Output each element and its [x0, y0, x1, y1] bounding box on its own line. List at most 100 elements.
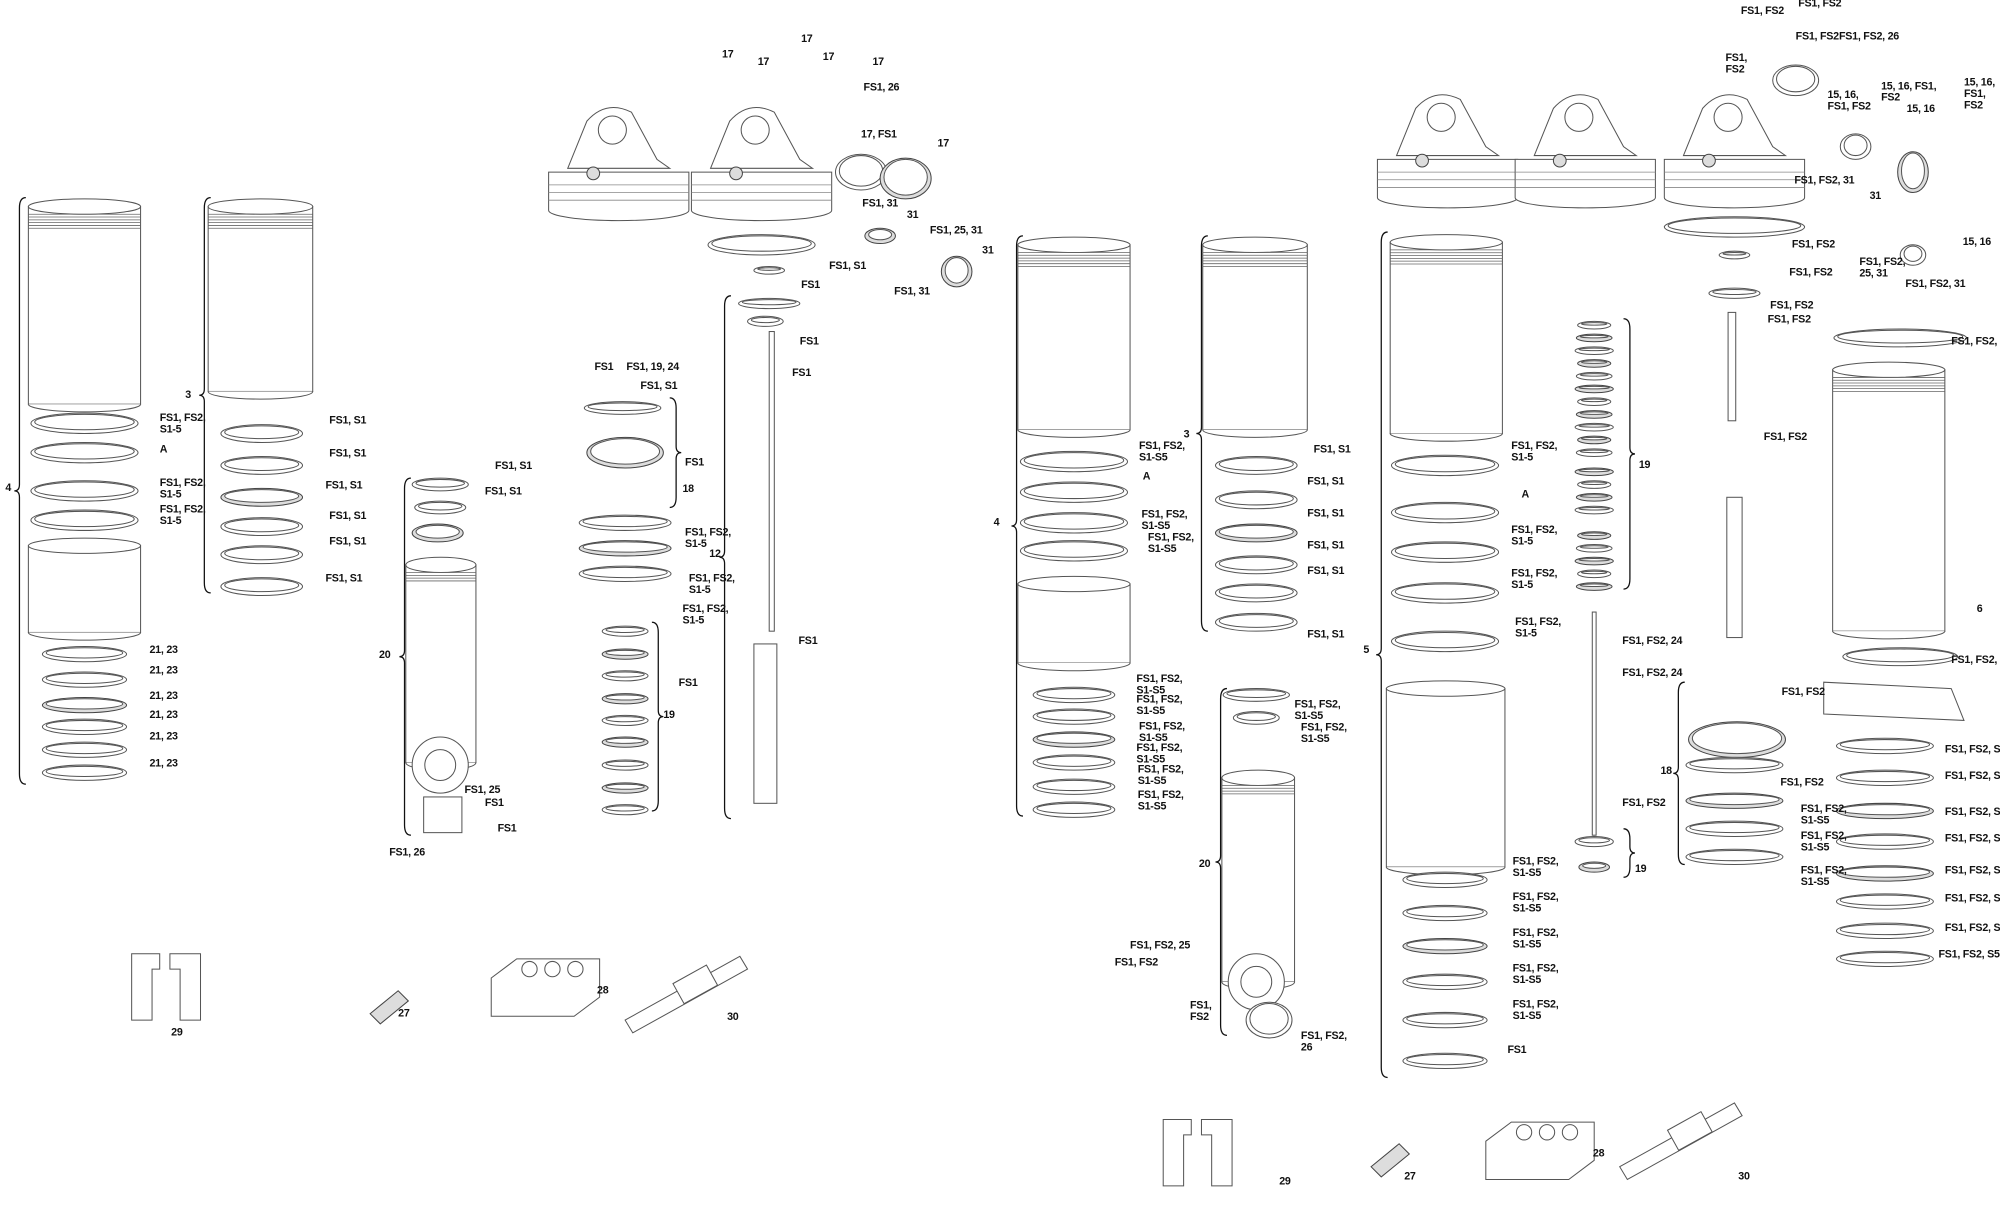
ring-inner: [1406, 1013, 1484, 1025]
part-callout-label: 3: [1184, 428, 1190, 440]
o-ring-part: [1574, 467, 1614, 477]
callout-line: FS1, FS2,: [1513, 963, 1559, 975]
port-hole: [729, 166, 743, 181]
callout-line: FS1,: [1964, 88, 1986, 100]
cylinder-part: [27, 537, 142, 641]
part-callout-label: FS1, FS2: [1780, 776, 1823, 788]
ring-inner: [1722, 251, 1747, 256]
o-ring-part: [1835, 922, 1934, 939]
o-ring-part: [578, 565, 672, 582]
port-hole: [1415, 153, 1429, 168]
ring-inner: [1582, 862, 1607, 869]
ring-inner: [1580, 481, 1608, 486]
ring-inner: [1579, 411, 1609, 415]
o-ring-part: [601, 736, 649, 748]
part-callout-label: FS1, FS2: [1770, 300, 1813, 312]
callout-line: FS1, FS2,: [1511, 440, 1557, 452]
ring-inner: [1406, 872, 1484, 885]
part-callout-label: FS1, S1: [329, 414, 366, 426]
callout-line: FS1, FS2: [1828, 101, 1871, 113]
ring-inner: [1226, 689, 1287, 698]
cylinder-top: [1389, 234, 1503, 251]
o-ring-part: [586, 436, 664, 469]
part-callout-label: 30: [1738, 1170, 1750, 1182]
cylinder-part: [1202, 236, 1308, 438]
o-ring-part: [220, 455, 304, 475]
o-ring-part: [1835, 833, 1934, 850]
part-callout-label: FS1, FS2,S1-5: [685, 527, 731, 550]
o-ring-part: [1577, 397, 1612, 406]
cylinder-body: [405, 564, 477, 764]
o-ring-part: [1574, 556, 1614, 566]
o-ring-part: [1685, 820, 1784, 837]
part-callout-label: FS1, FS2,25, 31: [1859, 256, 1905, 279]
part-callout-label: FS1, FS2,S1-S5: [1801, 830, 1847, 853]
part-callout-label: FS1, FS2,S1-5: [160, 504, 206, 527]
callout-line: S1-S5: [1301, 733, 1330, 745]
o-ring-part: [1245, 1001, 1293, 1039]
part-callout-label: 21, 23: [150, 644, 179, 656]
o-ring-part: [1685, 792, 1784, 809]
part-callout-label: A: [160, 444, 168, 456]
ring-inner: [944, 257, 969, 284]
o-ring-part: [220, 424, 304, 443]
o-ring-part: [1390, 582, 1500, 604]
group-brace: [1011, 235, 1024, 817]
part-callout-label: 21, 23: [150, 757, 179, 769]
o-ring-part: [41, 741, 128, 758]
part-callout-label: 17: [872, 56, 884, 68]
ring-inner: [1579, 373, 1609, 377]
part-callout-label: 21, 23: [150, 690, 179, 702]
callout-line: 21, 23: [150, 690, 179, 702]
part-callout-label: FS1, FS2,S1-S5: [1136, 742, 1182, 765]
o-ring-part: [1032, 686, 1116, 704]
part-callout-label: FS1, FS2,S1-S5: [1513, 963, 1559, 986]
o-ring-part: [1835, 737, 1934, 755]
callout-line: FS1: [485, 797, 504, 809]
o-ring-part: [1578, 861, 1611, 873]
eyelet-hole: [1564, 102, 1594, 132]
vise-bore: [1538, 1124, 1556, 1141]
ring-inner: [1579, 334, 1609, 339]
callout-line: S1-S5: [1513, 867, 1542, 879]
ring-inner: [1839, 866, 1931, 878]
part-callout-label: FS1, FS2,S1-S5: [1139, 720, 1185, 743]
ring-inner: [1218, 614, 1294, 628]
o-ring-part: [1214, 490, 1298, 510]
ring-inner: [1579, 545, 1609, 549]
o-ring-part: [220, 577, 304, 596]
o-ring-part: [41, 645, 128, 663]
callout-line: S1-5: [685, 538, 707, 550]
part-callout-label: FS1, S1: [1307, 476, 1344, 488]
part-callout-label: FS1, FS2,S1-S5: [1136, 694, 1182, 717]
callout-line: FS1, FS2: [1798, 0, 1841, 9]
part-callout-label: FS1: [799, 635, 818, 647]
callout-line: FS1, FS2: [1622, 797, 1665, 809]
ring-inner: [1667, 217, 1802, 234]
cylinder-body: [1389, 241, 1503, 435]
part-callout-label: FS1, FS2, S5: [1945, 892, 2000, 904]
o-ring-part: [601, 670, 649, 682]
ring-inner: [1218, 524, 1294, 539]
callout-line: 3: [185, 389, 191, 401]
o-ring-part: [1577, 359, 1612, 368]
vise-bore: [1515, 1124, 1533, 1141]
o-ring-part: [707, 234, 816, 256]
part-callout-label: FS1, FS2: [1782, 686, 1825, 698]
part-callout-label: 27: [1404, 1170, 1416, 1182]
valve-tool-27: [1370, 1143, 1411, 1178]
o-ring-part: [835, 153, 888, 191]
o-ring-part: [220, 545, 304, 565]
callout-line: FS1, FS2, 31: [1794, 175, 1854, 187]
ring-inner: [1406, 974, 1484, 987]
ring-inner: [1839, 739, 1931, 751]
ring-inner: [1578, 837, 1611, 844]
callout-line: 5: [1363, 644, 1369, 656]
group-brace: [669, 397, 682, 509]
part-callout-label: FS1, FS2,S1-5: [1515, 616, 1561, 639]
ring-inner: [1578, 385, 1611, 390]
ring-inner: [1839, 951, 1931, 964]
group-brace: [1673, 681, 1685, 866]
ring-inner: [1036, 755, 1112, 767]
